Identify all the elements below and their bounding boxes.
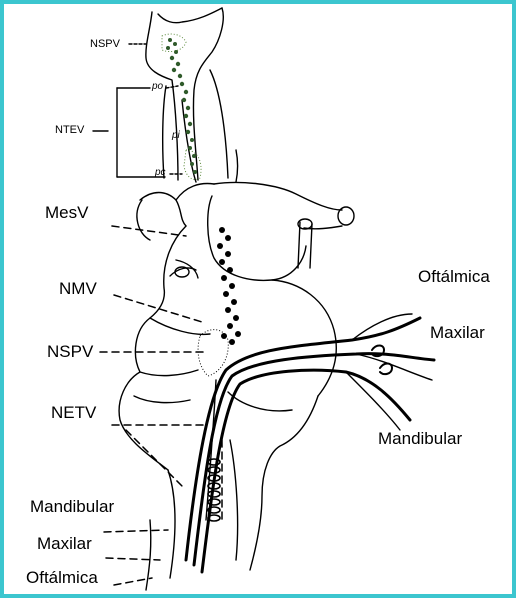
label-mandibular-branch: Mandibular	[378, 430, 462, 447]
label-mesv: MesV	[45, 204, 88, 221]
inset-nuclear-column	[166, 38, 197, 174]
label-mandibular-division: Mandibular	[30, 498, 114, 515]
inset-sensory-stipple	[162, 34, 201, 180]
label-oftalmica-branch: Oftálmica	[418, 268, 490, 285]
label-nspv: NSPV	[47, 343, 93, 360]
label-po: po	[152, 82, 163, 92]
label-maxilar-branch: Maxilar	[430, 324, 485, 341]
label-maxilar-division: Maxilar	[37, 535, 92, 552]
label-netv: NETV	[51, 404, 96, 421]
label-top-nspv: NSPV	[90, 39, 120, 50]
leader-lines	[100, 226, 222, 585]
main-brainstem-outline	[119, 182, 354, 590]
ntev-bracket	[93, 88, 165, 177]
label-oftalmica-division: Oftálmica	[26, 569, 98, 586]
label-pi: pi	[172, 131, 180, 141]
main-nuclear-chain	[217, 227, 241, 345]
label-pc: pc	[155, 168, 166, 178]
po-pointer	[166, 86, 178, 88]
label-nmv: NMV	[59, 280, 97, 297]
inset-brainstem-outline	[146, 8, 238, 182]
label-ntev: NTEV	[55, 125, 84, 136]
